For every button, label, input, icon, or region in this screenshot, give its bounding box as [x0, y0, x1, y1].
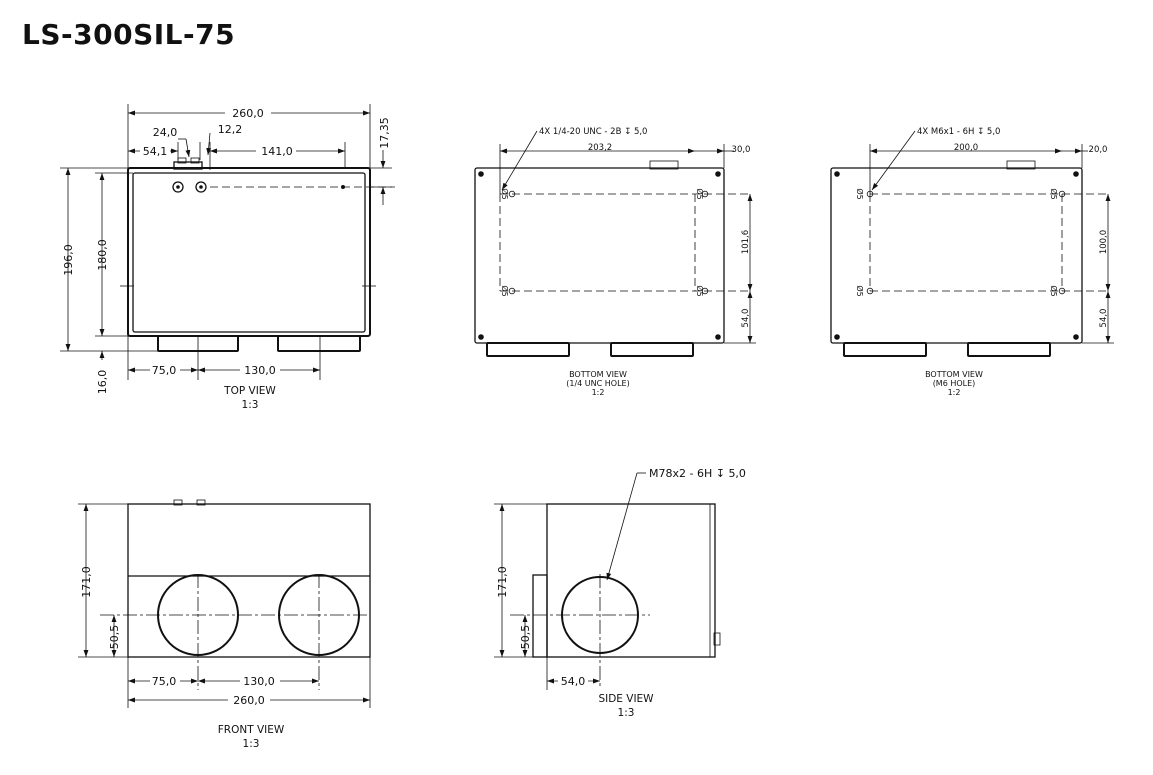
unc-edge-x-dim: 30,0 — [732, 145, 751, 155]
unc-view-caption: BOTTOM VIEW — [569, 370, 627, 379]
m6-spacing-y-dim: 100,0 — [1099, 230, 1109, 254]
top-offset-dim: 17,35 — [378, 117, 391, 149]
m6-edge-y-dim: 54,0 — [1099, 309, 1109, 328]
top-lens-spacing-dim: 130,0 — [244, 364, 276, 377]
side-thread-note: M78x2 - 6H ↧ 5,0 — [649, 467, 746, 480]
unc-spacing-y-dim: 101,6 — [741, 230, 751, 254]
front-width-dim: 260,0 — [233, 694, 265, 707]
m6-hole-note: 4X M6x1 - 6H ↧ 5,0 — [917, 127, 1000, 137]
m6-hole-label: Ø5 — [855, 188, 865, 199]
front-view-caption: FRONT VIEW — [218, 724, 285, 736]
side-view: 171,0 50,5 54,0 M78x2 - 6H ↧ 5,0 SIDE VI… — [494, 467, 746, 719]
top-connector-offset-dim: 12,2 — [218, 123, 243, 136]
side-height-dim: 171,0 — [496, 566, 509, 598]
m6-view-caption: BOTTOM VIEW — [925, 370, 983, 379]
front-lens-spacing-dim: 130,0 — [243, 675, 275, 688]
unc-hole-label: Ø5 — [695, 285, 705, 296]
front-axis-height-dim: 50,5 — [108, 625, 121, 650]
drawing-title: LS-300SIL-75 — [22, 18, 236, 51]
top-bottom-offset-dim: 16,0 — [96, 370, 109, 395]
m6-view-scale: 1:2 — [948, 388, 961, 397]
m6-hole-label: Ø5 — [855, 285, 865, 296]
top-connector-dim: 24,0 — [153, 126, 178, 139]
front-height-dim: 171,0 — [80, 566, 93, 598]
unc-hole-label: Ø5 — [500, 188, 510, 199]
unc-hole-label: Ø5 — [500, 285, 510, 296]
unc-view-scale: 1:2 — [592, 388, 605, 397]
side-view-caption: SIDE VIEW — [598, 693, 654, 705]
top-left-offset-dim: 54,1 — [143, 145, 168, 158]
front-view-scale: 1:3 — [243, 738, 260, 750]
bottom-view-m6: Ø5 Ø5 Ø5 Ø5 200,0 20,0 100,0 54,0 4X M6x… — [830, 127, 1114, 397]
front-lens1-dim: 75,0 — [152, 675, 177, 688]
m6-spacing-x-dim: 200,0 — [954, 143, 978, 153]
top-height-inner-dim: 180,0 — [96, 239, 109, 271]
unc-view-subcaption: (1/4 UNC HOLE) — [566, 379, 629, 388]
unc-hole-label: Ø5 — [695, 188, 705, 199]
side-axis-height-dim: 50,5 — [519, 625, 532, 650]
m6-hole-label: Ø5 — [1049, 188, 1059, 199]
side-view-scale: 1:3 — [618, 707, 635, 719]
top-width-dim: 260,0 — [232, 107, 264, 120]
front-view: 171,0 50,5 75,0 130,0 260,0 FRONT VIEW 1… — [78, 499, 371, 750]
top-view: 260,0 24,0 12,2 54,1 141,0 17,35 196,0 1… — [60, 104, 395, 411]
m6-hole-label: Ø5 — [1049, 285, 1059, 296]
unc-hole-note: 4X 1/4-20 UNC - 2B ↧ 5,0 — [539, 127, 647, 137]
side-lens-offset-dim: 54,0 — [561, 675, 586, 688]
top-height-outer-dim: 196,0 — [62, 244, 75, 276]
top-view-scale: 1:3 — [242, 399, 259, 411]
unc-spacing-x-dim: 203,2 — [588, 143, 612, 153]
top-hole-spacing-dim: 141,0 — [261, 145, 293, 158]
bottom-view-unc: Ø5 Ø5 Ø5 Ø5 203,2 30,0 101,6 54,0 4X 1/4… — [474, 127, 756, 397]
m6-edge-x-dim: 20,0 — [1089, 145, 1108, 155]
top-view-caption: TOP VIEW — [223, 385, 276, 397]
unc-edge-y-dim: 54,0 — [741, 309, 751, 328]
m6-view-subcaption: (M6 HOLE) — [933, 379, 976, 388]
top-lens1-dim: 75,0 — [152, 364, 177, 377]
